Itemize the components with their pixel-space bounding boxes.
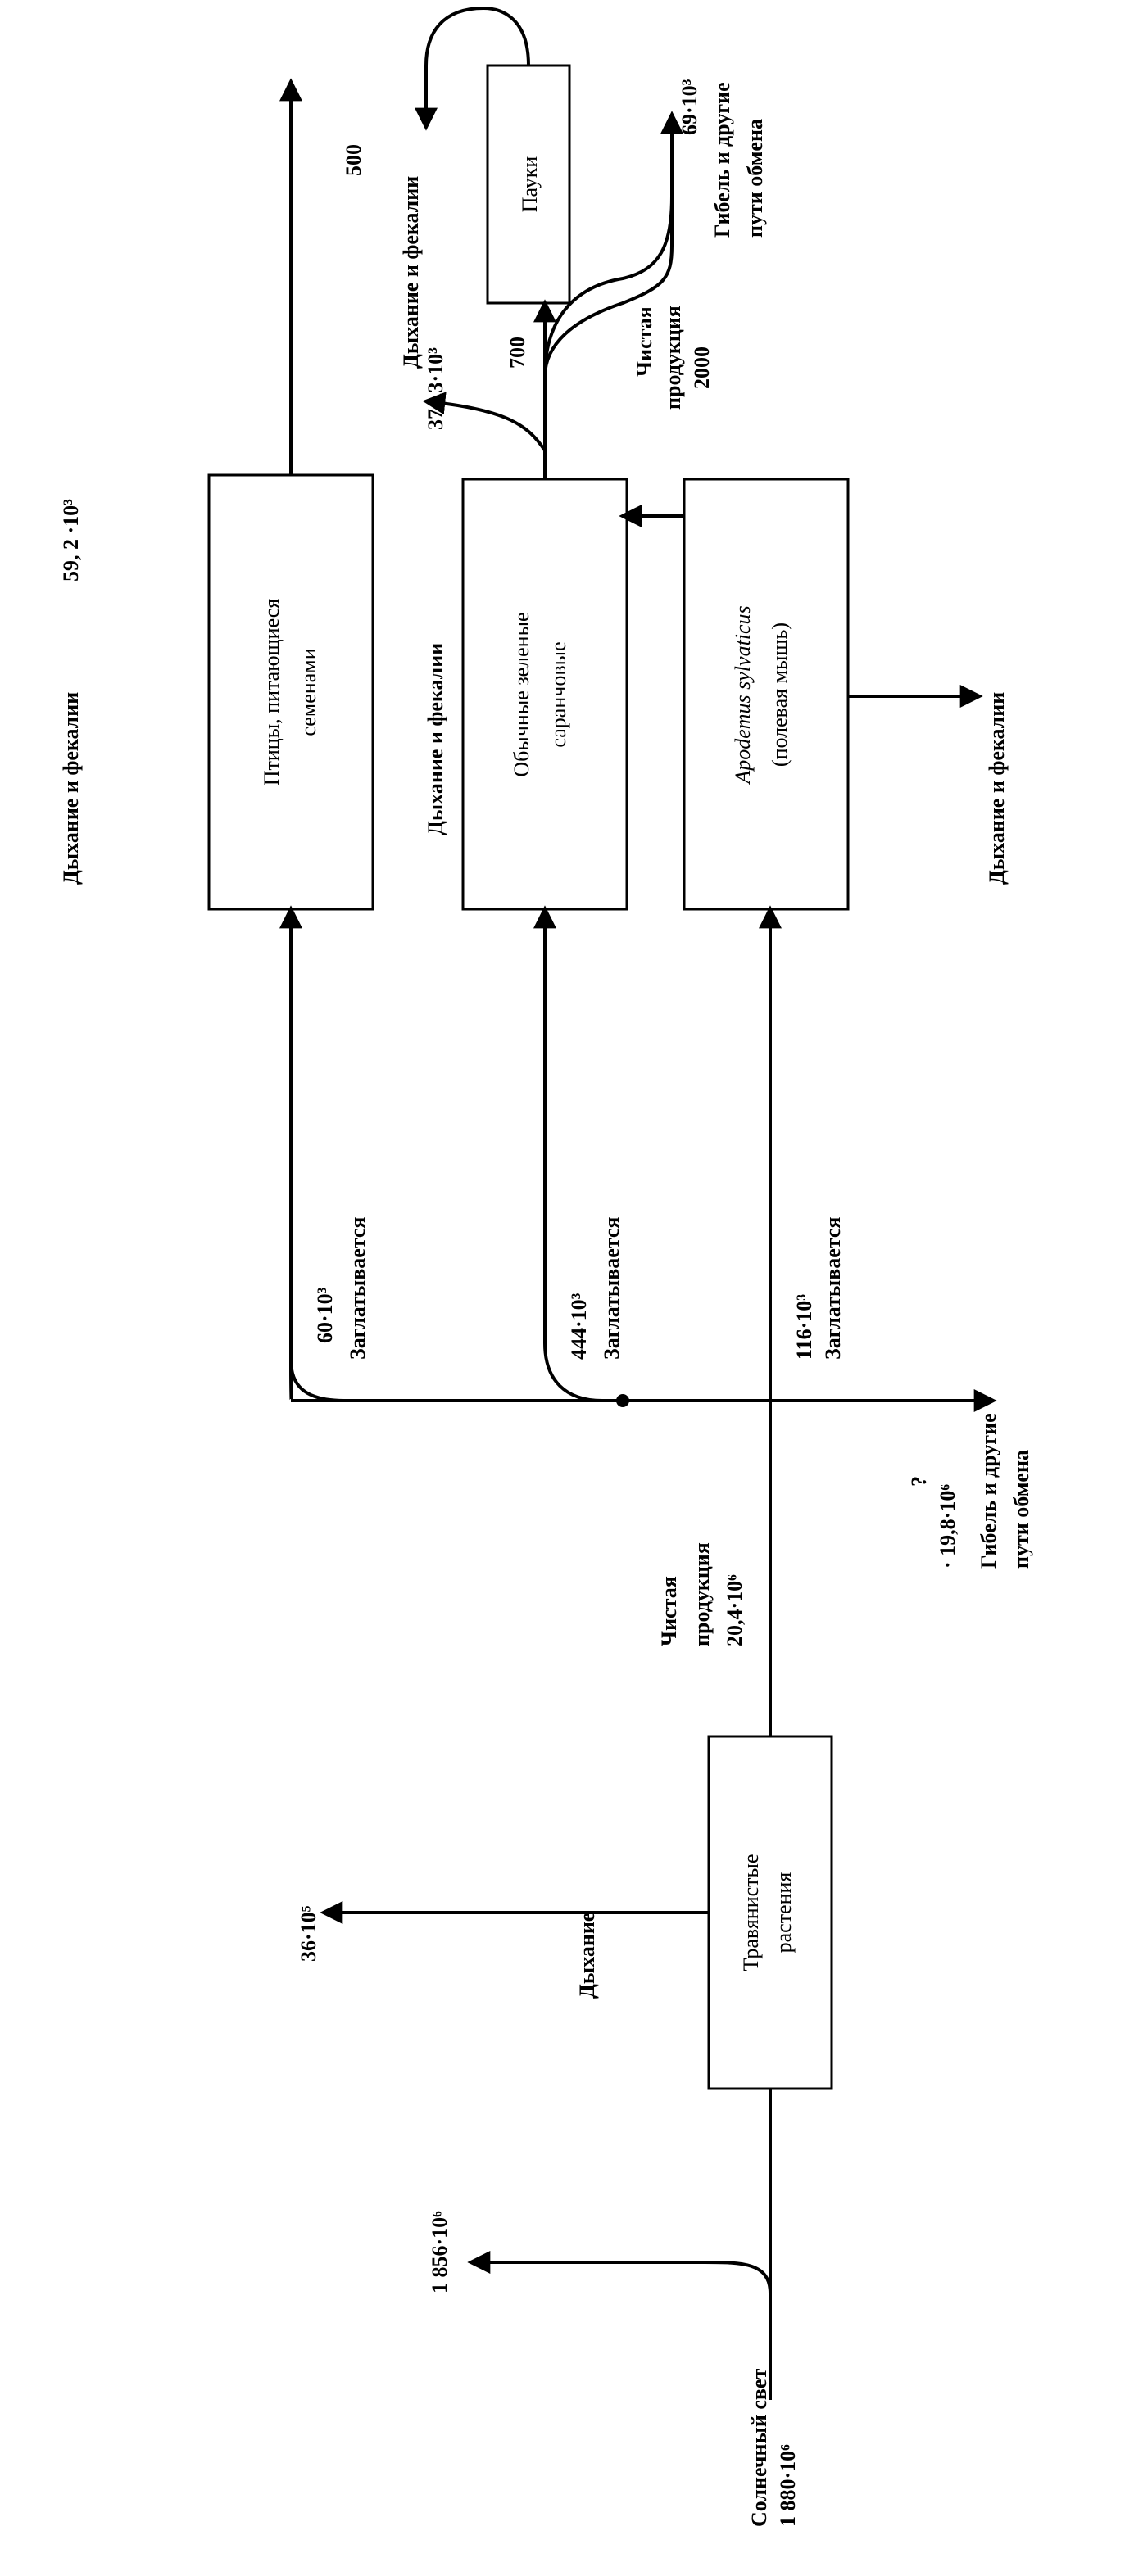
birds-respiration-label: Дыхание и фекалии [59,692,83,885]
plants-respiration-value: 36·10⁵ [297,1905,320,1962]
mouse-eaten-value: 116·10³ [792,1294,816,1360]
grasshoppers-eaten-value: 444·10³ [567,1293,591,1360]
plants-death-value: · 19,8·10⁶ [936,1484,959,1569]
spiders-respiration-label: Дыхание и фекалии [399,176,423,369]
plants-respiration-label: Дыхание [575,1913,599,1999]
spiders-box-label: Пауки [518,156,542,213]
plants-death-label-2: пути обмена [1009,1450,1033,1569]
rotated-diagram: Травянистые растения Птицы, питающиеся с… [59,8,1033,2527]
grasshoppers-death-label-1: Гибель и другие [710,82,734,238]
grasshoppers-box [463,479,627,909]
net-production-label-2: продукция [690,1542,714,1646]
sunlight-loss-value: 1 856·10⁶ [428,2211,451,2293]
grasshoppers-eaten-label: Заглатывается [600,1217,624,1360]
mouse-box-common: (полевая мышь) [768,622,792,767]
grasshoppers-death-label-2: пути обмена [743,119,767,238]
mouse-eaten-label: Заглатывается [821,1217,845,1360]
grasshoppers-to-spiders-value: 700 [506,337,529,369]
plants-death-label-1: Гибель и другие [977,1413,1000,1569]
sunlight-label: Солнечный свет [747,2369,771,2527]
birds-eaten-label: Заглатывается [346,1217,370,1360]
mouse-net-label-1: Чистая [633,306,656,377]
plants-box-line1: Травянистые [739,1854,763,1971]
mouse-box-species: Apodemus sylvaticus [731,605,755,785]
birds-box-line1: Птицы, питающиеся [260,599,284,786]
mouse-net-value: 2000 [690,346,714,389]
birds-eaten-value: 60·10³ [313,1287,337,1343]
mouse-net-label-2: продукция [661,306,685,410]
net-production-label-1: Чистая [657,1576,681,1646]
grasshoppers-box-line2: саранчовые [547,641,570,747]
birds-box-line2: семенами [297,648,320,736]
plants-box-line2: растения [772,1872,796,1954]
mouse-box [684,479,848,909]
spiders-respiration-value: 500 [342,144,365,176]
sunlight-value: 1 880·10⁶ [776,2444,800,2527]
birds-respiration-value: 59, 2 ·10³ [59,499,83,582]
sunlight-loss-arrow [471,2262,770,2293]
birds-box [209,475,373,909]
mouse-respiration-label: Дыхание и фекалии [985,692,1009,885]
net-production-value: 20,4·10⁶ [723,1574,746,1646]
grasshoppers-box-line1: Обычные зеленые [510,612,533,776]
grasshoppers-death-value: 69·10³ [678,79,701,135]
birds-branch-curve [291,1360,344,1401]
plants-death-mark: ? [907,1476,931,1487]
grasshoppers-respiration-value: 374,3·10³ [424,347,447,430]
junction-dot [616,1394,629,1407]
plants-box [709,1736,832,2089]
grasshoppers-respiration-label: Дыхание и фекалии [424,643,447,835]
